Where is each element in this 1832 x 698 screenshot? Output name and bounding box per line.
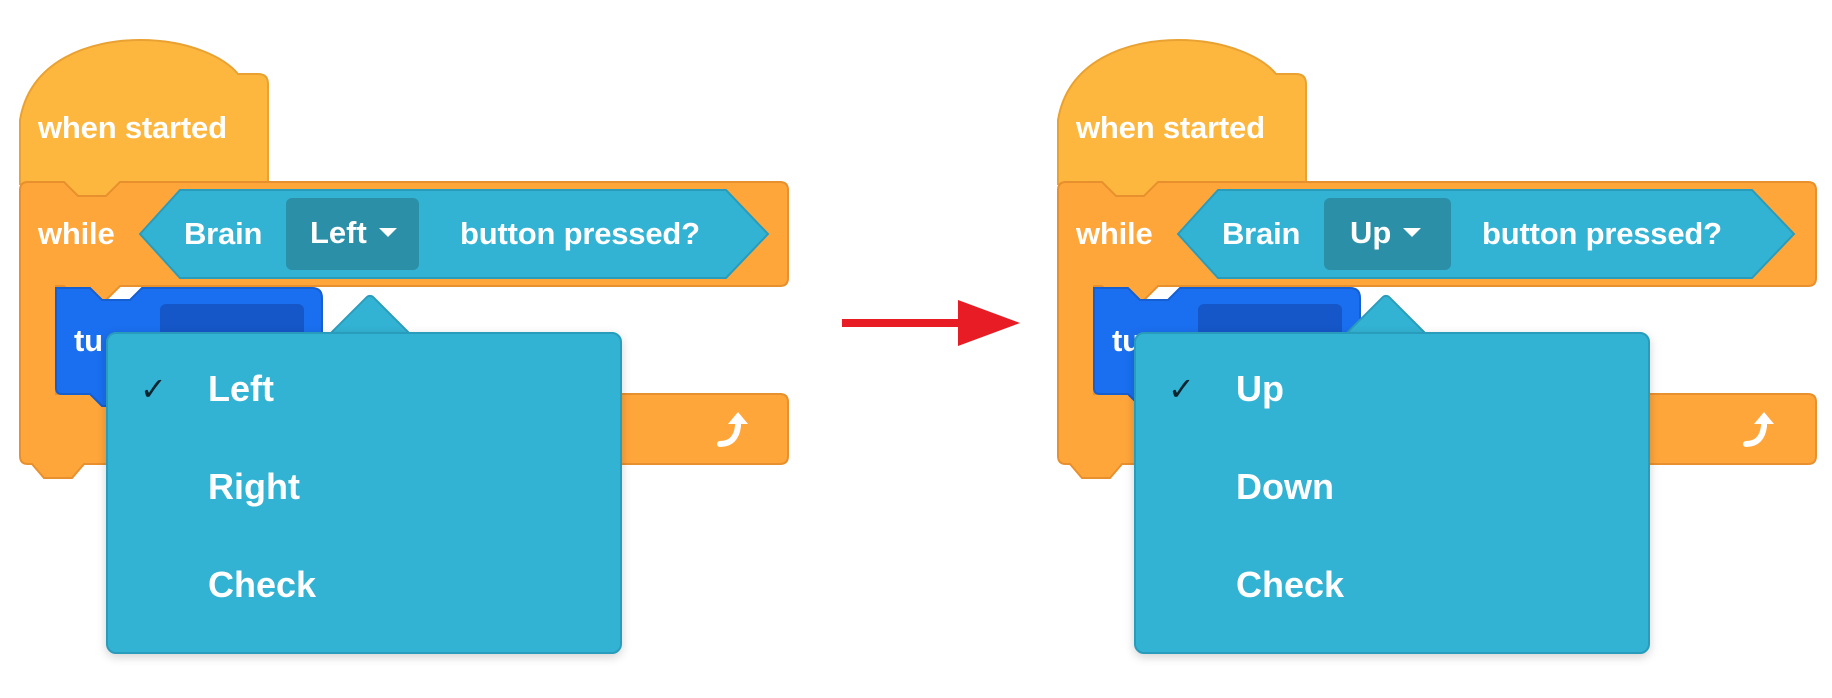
chevron-down-icon: [378, 228, 397, 238]
transition-arrow: [840, 296, 1022, 352]
button-dropdown-menu: ✓ Up Down Check: [1134, 332, 1650, 654]
menu-option-label: Check: [1236, 564, 1345, 605]
menu-option-down[interactable]: Down: [1136, 442, 1648, 532]
menu-option-right[interactable]: Right: [108, 442, 620, 532]
menu-option-label: Down: [1236, 466, 1334, 507]
menu-option-label: Left: [208, 368, 274, 409]
menu-option-label: Right: [208, 466, 300, 507]
button-dropdown-menu: ✓ Left Right Check: [106, 332, 622, 654]
when-started-hat-block[interactable]: [1057, 38, 1307, 199]
dropdown-selected-value: Up: [1350, 215, 1392, 250]
sensor-label: Brain: [1222, 216, 1301, 251]
pressed-label: button pressed?: [460, 216, 700, 251]
hat-label: when started: [38, 110, 227, 145]
checkmark-icon: ✓: [1168, 370, 1195, 408]
before-panel: when started while Brain Left button pre…: [0, 0, 870, 698]
loop-arrow-icon: [717, 412, 748, 447]
button-dropdown[interactable]: Up: [1324, 198, 1452, 270]
dropdown-selected-value: Left: [310, 215, 367, 250]
loop-arrow-icon: [1743, 412, 1774, 447]
button-dropdown[interactable]: Left: [286, 198, 419, 270]
menu-option-up[interactable]: ✓ Up: [1136, 344, 1648, 434]
checkmark-icon: ✓: [140, 370, 167, 408]
while-label: while: [1076, 216, 1153, 251]
chevron-down-icon: [1403, 228, 1422, 238]
hat-label: when started: [1076, 110, 1265, 145]
menu-option-check[interactable]: Check: [1136, 540, 1648, 630]
turn-label: tu: [74, 323, 103, 358]
when-started-hat-block[interactable]: [19, 38, 269, 199]
menu-option-check[interactable]: Check: [108, 540, 620, 630]
while-label: while: [38, 216, 115, 251]
pressed-label: button pressed?: [1482, 216, 1722, 251]
menu-option-label: Up: [1236, 368, 1284, 409]
menu-option-left[interactable]: ✓ Left: [108, 344, 620, 434]
after-panel: when started while Brain Up button press…: [1038, 0, 1832, 698]
menu-option-label: Check: [208, 564, 317, 605]
sensor-label: Brain: [184, 216, 263, 251]
